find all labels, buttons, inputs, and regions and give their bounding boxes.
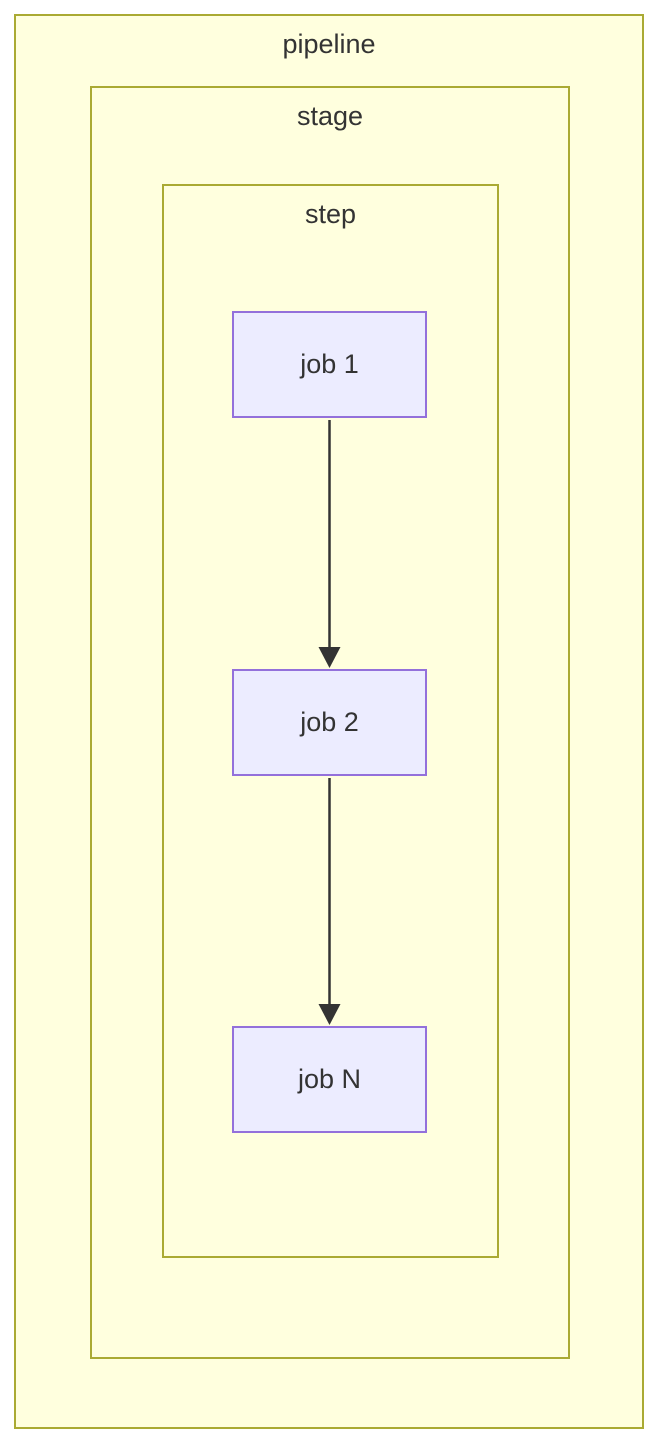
pipeline-subgraph-label: pipeline <box>282 29 376 59</box>
node-job-1: job 1 <box>232 311 427 418</box>
node-job-1-label: job 1 <box>300 349 359 379</box>
node-job-n: job N <box>232 1026 427 1133</box>
stage-subgraph-label: stage <box>296 101 364 131</box>
node-job-n-label: job N <box>297 1064 362 1094</box>
step-subgraph-label: step <box>304 199 357 229</box>
node-job-2-label: job 2 <box>300 707 359 737</box>
node-job-2: job 2 <box>232 669 427 776</box>
